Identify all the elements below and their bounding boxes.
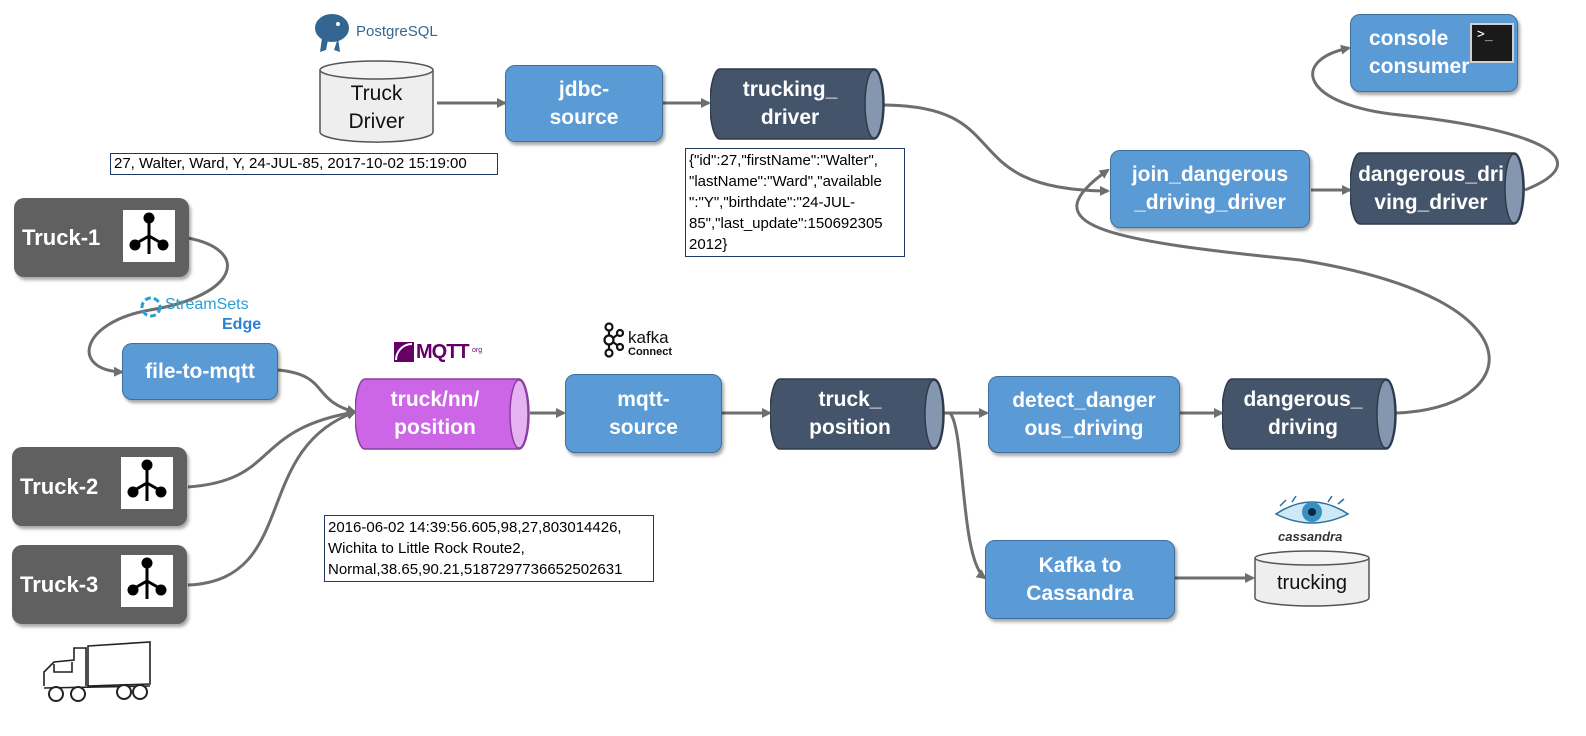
kafka-connect-logo: kafka Connect bbox=[600, 322, 690, 360]
postgres-logo-text: PostgreSQL bbox=[356, 23, 438, 40]
cassandra-eye-icon bbox=[1274, 496, 1350, 524]
topic-truck-position[interactable]: truck_ position bbox=[770, 378, 945, 450]
mqtt-logo: MQTT org bbox=[394, 341, 484, 363]
streamsets-edge-text: Edge bbox=[222, 316, 262, 333]
db-cylinder-shape bbox=[1254, 550, 1370, 607]
topic-dangerous-driving[interactable]: dangerous_ driving bbox=[1222, 378, 1397, 450]
topic-trucking-driver-label: trucking_ driver bbox=[742, 78, 838, 129]
truck-2-label: Truck-2 bbox=[20, 473, 99, 499]
postgres-logo: PostgreSQL bbox=[308, 10, 448, 56]
db-truck-driver: Truck Driver bbox=[318, 60, 435, 144]
cassandra-text: cassandra bbox=[1278, 529, 1343, 544]
truck-1-label: Truck-1 bbox=[22, 224, 101, 250]
console-consumer-label: console consumer bbox=[1369, 27, 1470, 78]
kafka-text: kafka bbox=[628, 328, 669, 347]
topic-trucking-driver[interactable]: trucking_ driver bbox=[710, 68, 885, 140]
topic-cylinder-shape bbox=[710, 68, 885, 140]
mqtt-text: MQTT bbox=[416, 341, 470, 363]
topic-cylinder-shape bbox=[1222, 378, 1397, 450]
kafka-connect-text: Connect bbox=[628, 346, 672, 358]
process-kafka-to-cassandra[interactable]: Kafka to Cassandra bbox=[985, 540, 1175, 619]
edge-device-icon bbox=[123, 210, 175, 262]
arrow-position-to-cassandra bbox=[948, 412, 987, 580]
arrow-truck2-to-mqtt bbox=[187, 408, 357, 489]
kafka-icon bbox=[603, 322, 624, 358]
arrow-ddd-to-console bbox=[1311, 44, 1560, 192]
db-cylinder-shape bbox=[319, 60, 434, 143]
streamsets-icon bbox=[140, 296, 162, 318]
db-trucking: trucking bbox=[1253, 550, 1371, 608]
streamsets-logo: StreamSets Edge bbox=[140, 294, 270, 334]
arrow-dd-to-join bbox=[1075, 168, 1491, 415]
mqtt-org-text: org bbox=[472, 347, 483, 354]
truck-3-label: Truck-3 bbox=[20, 571, 99, 597]
arrow-edge-to-mqtt bbox=[277, 368, 357, 415]
note-driver-json: {"id":27,"firstName":"Walter", "lastName… bbox=[685, 148, 905, 257]
process-detect-dangerous-driving[interactable]: detect_danger ous_driving bbox=[988, 376, 1180, 453]
process-file-to-mqtt[interactable]: file-to-mqtt bbox=[122, 343, 278, 400]
process-mqtt-source[interactable]: mqtt- source bbox=[565, 374, 722, 453]
topic-dangerous-driving-label: dangerous_ driving bbox=[1243, 388, 1363, 439]
terminal-icon: >_ bbox=[1470, 23, 1514, 63]
truck-2[interactable]: Truck-2 bbox=[12, 447, 187, 526]
topic-cylinder-shape bbox=[1350, 152, 1525, 225]
topic-cylinder-shape bbox=[355, 378, 530, 450]
note-driver-row: 27, Walter, Ward, Y, 24-JUL-85, 2017-10-… bbox=[110, 153, 498, 175]
process-join-dangerous-driving-driver[interactable]: join_dangerous _driving_driver bbox=[1110, 150, 1310, 228]
db-trucking-label: trucking bbox=[1276, 572, 1348, 594]
edge-device-icon bbox=[121, 555, 173, 607]
truck-icon bbox=[43, 641, 151, 702]
truck-1[interactable]: Truck-1 bbox=[14, 198, 189, 277]
topic-mqtt-truck-position[interactable]: truck/nn/ position bbox=[355, 378, 530, 450]
topic-dangerous-driving-driver-label: dangerous_dri ving_driver bbox=[1358, 162, 1504, 214]
topic-cylinder-shape bbox=[770, 378, 945, 450]
arrow-driver-to-join bbox=[881, 103, 1110, 196]
edge-device-icon bbox=[121, 457, 173, 509]
process-jdbc-source[interactable]: jdbc- source bbox=[505, 65, 663, 142]
arrow-truck3-to-mqtt bbox=[187, 410, 357, 587]
postgres-elephant-icon bbox=[313, 12, 351, 52]
topic-dangerous-driving-driver[interactable]: dangerous_dri ving_driver bbox=[1350, 152, 1525, 225]
db-truck-driver-label: Truck Driver bbox=[348, 82, 405, 133]
mqtt-icon bbox=[394, 342, 414, 362]
arrow-truck1-to-edge bbox=[87, 236, 229, 377]
note-position: 2016-06-02 14:39:56.605,98,27,803014426,… bbox=[324, 515, 654, 582]
streamsets-text: StreamSets bbox=[165, 296, 249, 313]
topic-truck-position-label: truck_ position bbox=[809, 388, 891, 439]
truck-3[interactable]: Truck-3 bbox=[12, 545, 187, 624]
cassandra-logo: cassandra bbox=[1272, 496, 1352, 546]
topic-mqtt-truck-position-label: truck/nn/ position bbox=[390, 388, 480, 439]
